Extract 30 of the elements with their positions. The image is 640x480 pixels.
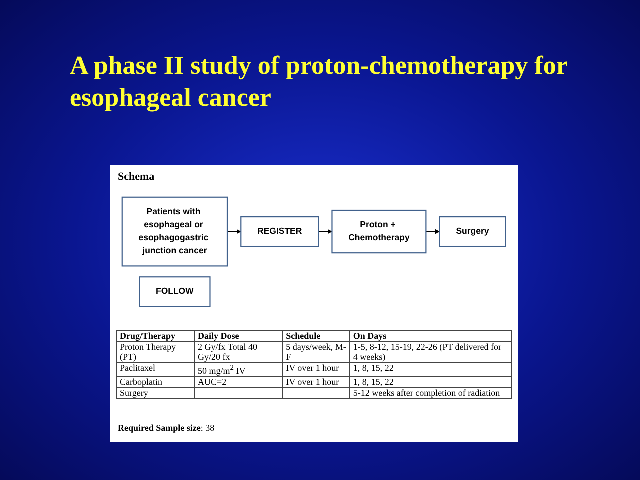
table-cell: IV over 1 hour: [282, 362, 350, 376]
table-cell: 50 mg/m$^{2}$ IV: [194, 362, 283, 376]
node-box: [439, 216, 506, 248]
node-box: [240, 216, 320, 248]
table-cell: Surgery: [116, 388, 195, 398]
header-cell: On Days: [350, 330, 512, 342]
arrow: [228, 229, 242, 234]
header-cell: Schedule: [282, 330, 350, 342]
table-cell: 1, 8, 15, 22: [350, 376, 512, 388]
header-cell: Drug/Therapy: [116, 330, 195, 342]
header-cell: Daily Dose: [194, 330, 283, 342]
table-cell: 5-12 weeks after completion of radiation: [350, 388, 512, 398]
node-box: [122, 196, 228, 267]
node-box: [332, 210, 427, 254]
section-heading: Schema: [118, 171, 155, 183]
table-cell: 5 days/week, M-F: [282, 342, 350, 362]
slide-title: A phase II study of proton-chemotherapy for esophageal cancer: [70, 50, 568, 114]
table-cell: AUC=2: [194, 376, 283, 388]
table-cell: IV over 1 hour: [282, 376, 350, 388]
note: Required Sample size: 38: [118, 423, 215, 433]
table-cell: Carboplatin: [116, 376, 195, 388]
table-cell: 2 Gy/fx Total 40 Gy/20 fx: [194, 342, 283, 362]
table-cell: 1-5, 8-12, 15-19, 22-26 (PT delivered for 4 weeks): [350, 342, 512, 362]
node-box: [139, 276, 211, 308]
arrow: [426, 229, 440, 234]
document-panel: Schema Patients with esophageal or esophagogastric junction cancer REGISTER Proton + Chemotherapy Surgery FOLLOW Drug/Therapy Daily Dose Schedule On Days Proton Therapy (PT) 2 Gy/fx Total 40 Gy/20 fx 5 days/week, M-F 1-5, 8-12, 15-19, 22-26 (PT delivered for 4 weeks) Paclitaxel 50 mg/m$^{2}$ IV IV over 1 hour 1, 8, 15, 22 Carboplatin AUC=2 IV over 1 hour 1, 8, 15, 22 Surgery 5-12 weeks after completion of radiation Required Sample size: 38: [110, 165, 518, 442]
arrow: [318, 229, 332, 234]
table-cell: Proton Therapy (PT): [116, 342, 195, 362]
table-cell: 1, 8, 15, 22: [350, 362, 512, 376]
table-cell: Paclitaxel: [116, 362, 195, 376]
